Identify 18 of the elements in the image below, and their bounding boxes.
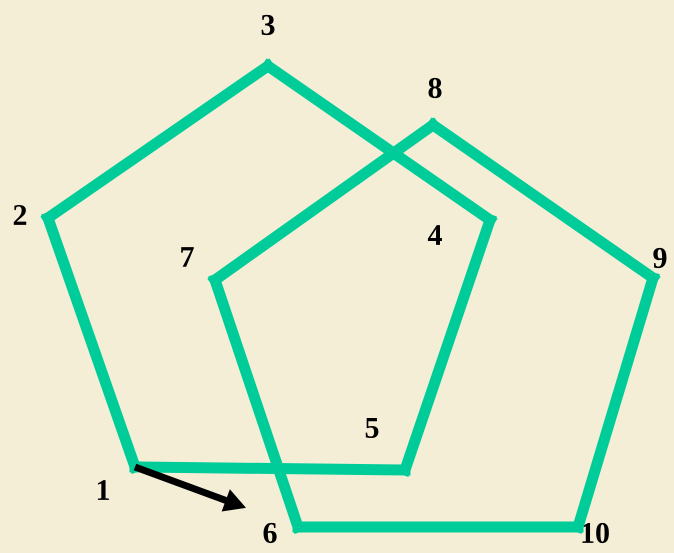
- vertex-number: 5: [366, 418, 378, 438]
- vertex-number: 4: [428, 225, 442, 245]
- polygon-side: [210, 274, 304, 532]
- polygon-side: [210, 120, 438, 286]
- polygon-side: [572, 272, 658, 532]
- polygon-side: [292, 521, 584, 532]
- vertex-number: 3: [262, 14, 274, 36]
- polygon-side: [42, 60, 274, 224]
- polygon-side: [400, 214, 496, 476]
- vertex-number: 6: [264, 522, 277, 544]
- vertex-number: 2: [14, 205, 26, 225]
- vertex-number: 8: [428, 78, 442, 98]
- vertex-number: 10: [582, 522, 609, 544]
- vertex-number: 9: [653, 248, 666, 268]
- vertex-number: 1: [98, 480, 109, 500]
- vertex-number: 7: [181, 247, 194, 267]
- polygon-side: [42, 212, 140, 472]
- polygon-side: [130, 461, 410, 476]
